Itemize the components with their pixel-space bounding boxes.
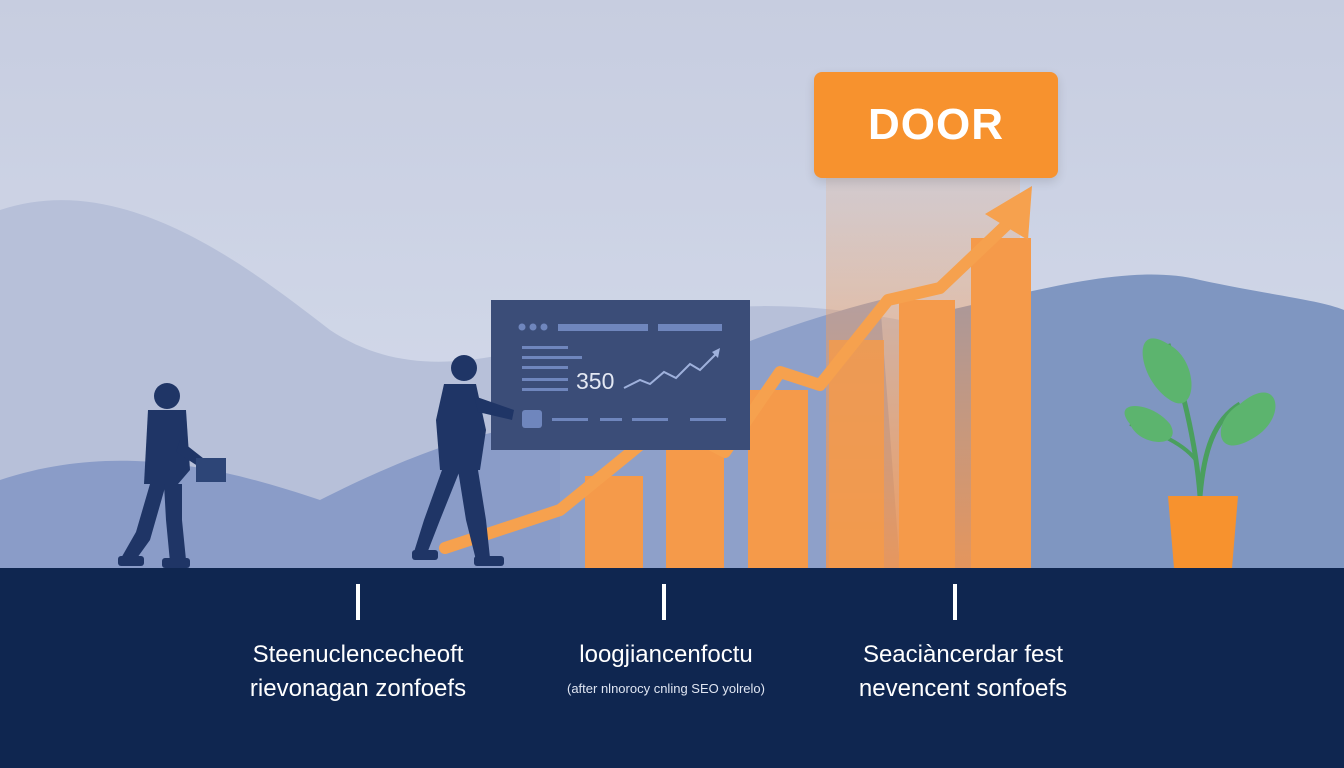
footer-band [0, 568, 1344, 768]
footer-tick-2 [662, 584, 666, 620]
footer-tick-3 [953, 584, 957, 620]
footer-col-2-line-2: (after nlnorocy cnling SEO yolrelo) [567, 681, 765, 696]
dashboard-value: 350 [576, 368, 615, 394]
footer-col-1-line-1: Steenuclencecheoft [252, 641, 464, 668]
potted-plant-icon [1124, 338, 1276, 568]
person-pointing-icon [412, 355, 514, 566]
bar-chart-bars [585, 238, 1031, 568]
dashboard-panel-icon [491, 300, 750, 450]
footer-col-1-line-2: rievonagan zonfoefs [249, 675, 467, 702]
footer-col-2-line-1: loogjiancenfoctu [579, 641, 753, 668]
footer-col-3-line-2: nevencent sonfoefs [858, 675, 1068, 702]
footer-col-3-line-1: Seaciàncerdar fest [862, 641, 1064, 668]
footer-tick-1 [356, 584, 360, 620]
door-badge: DOOR [814, 72, 1058, 178]
person-with-laptop-icon [118, 383, 226, 568]
growth-arrow-icon [439, 186, 1032, 554]
